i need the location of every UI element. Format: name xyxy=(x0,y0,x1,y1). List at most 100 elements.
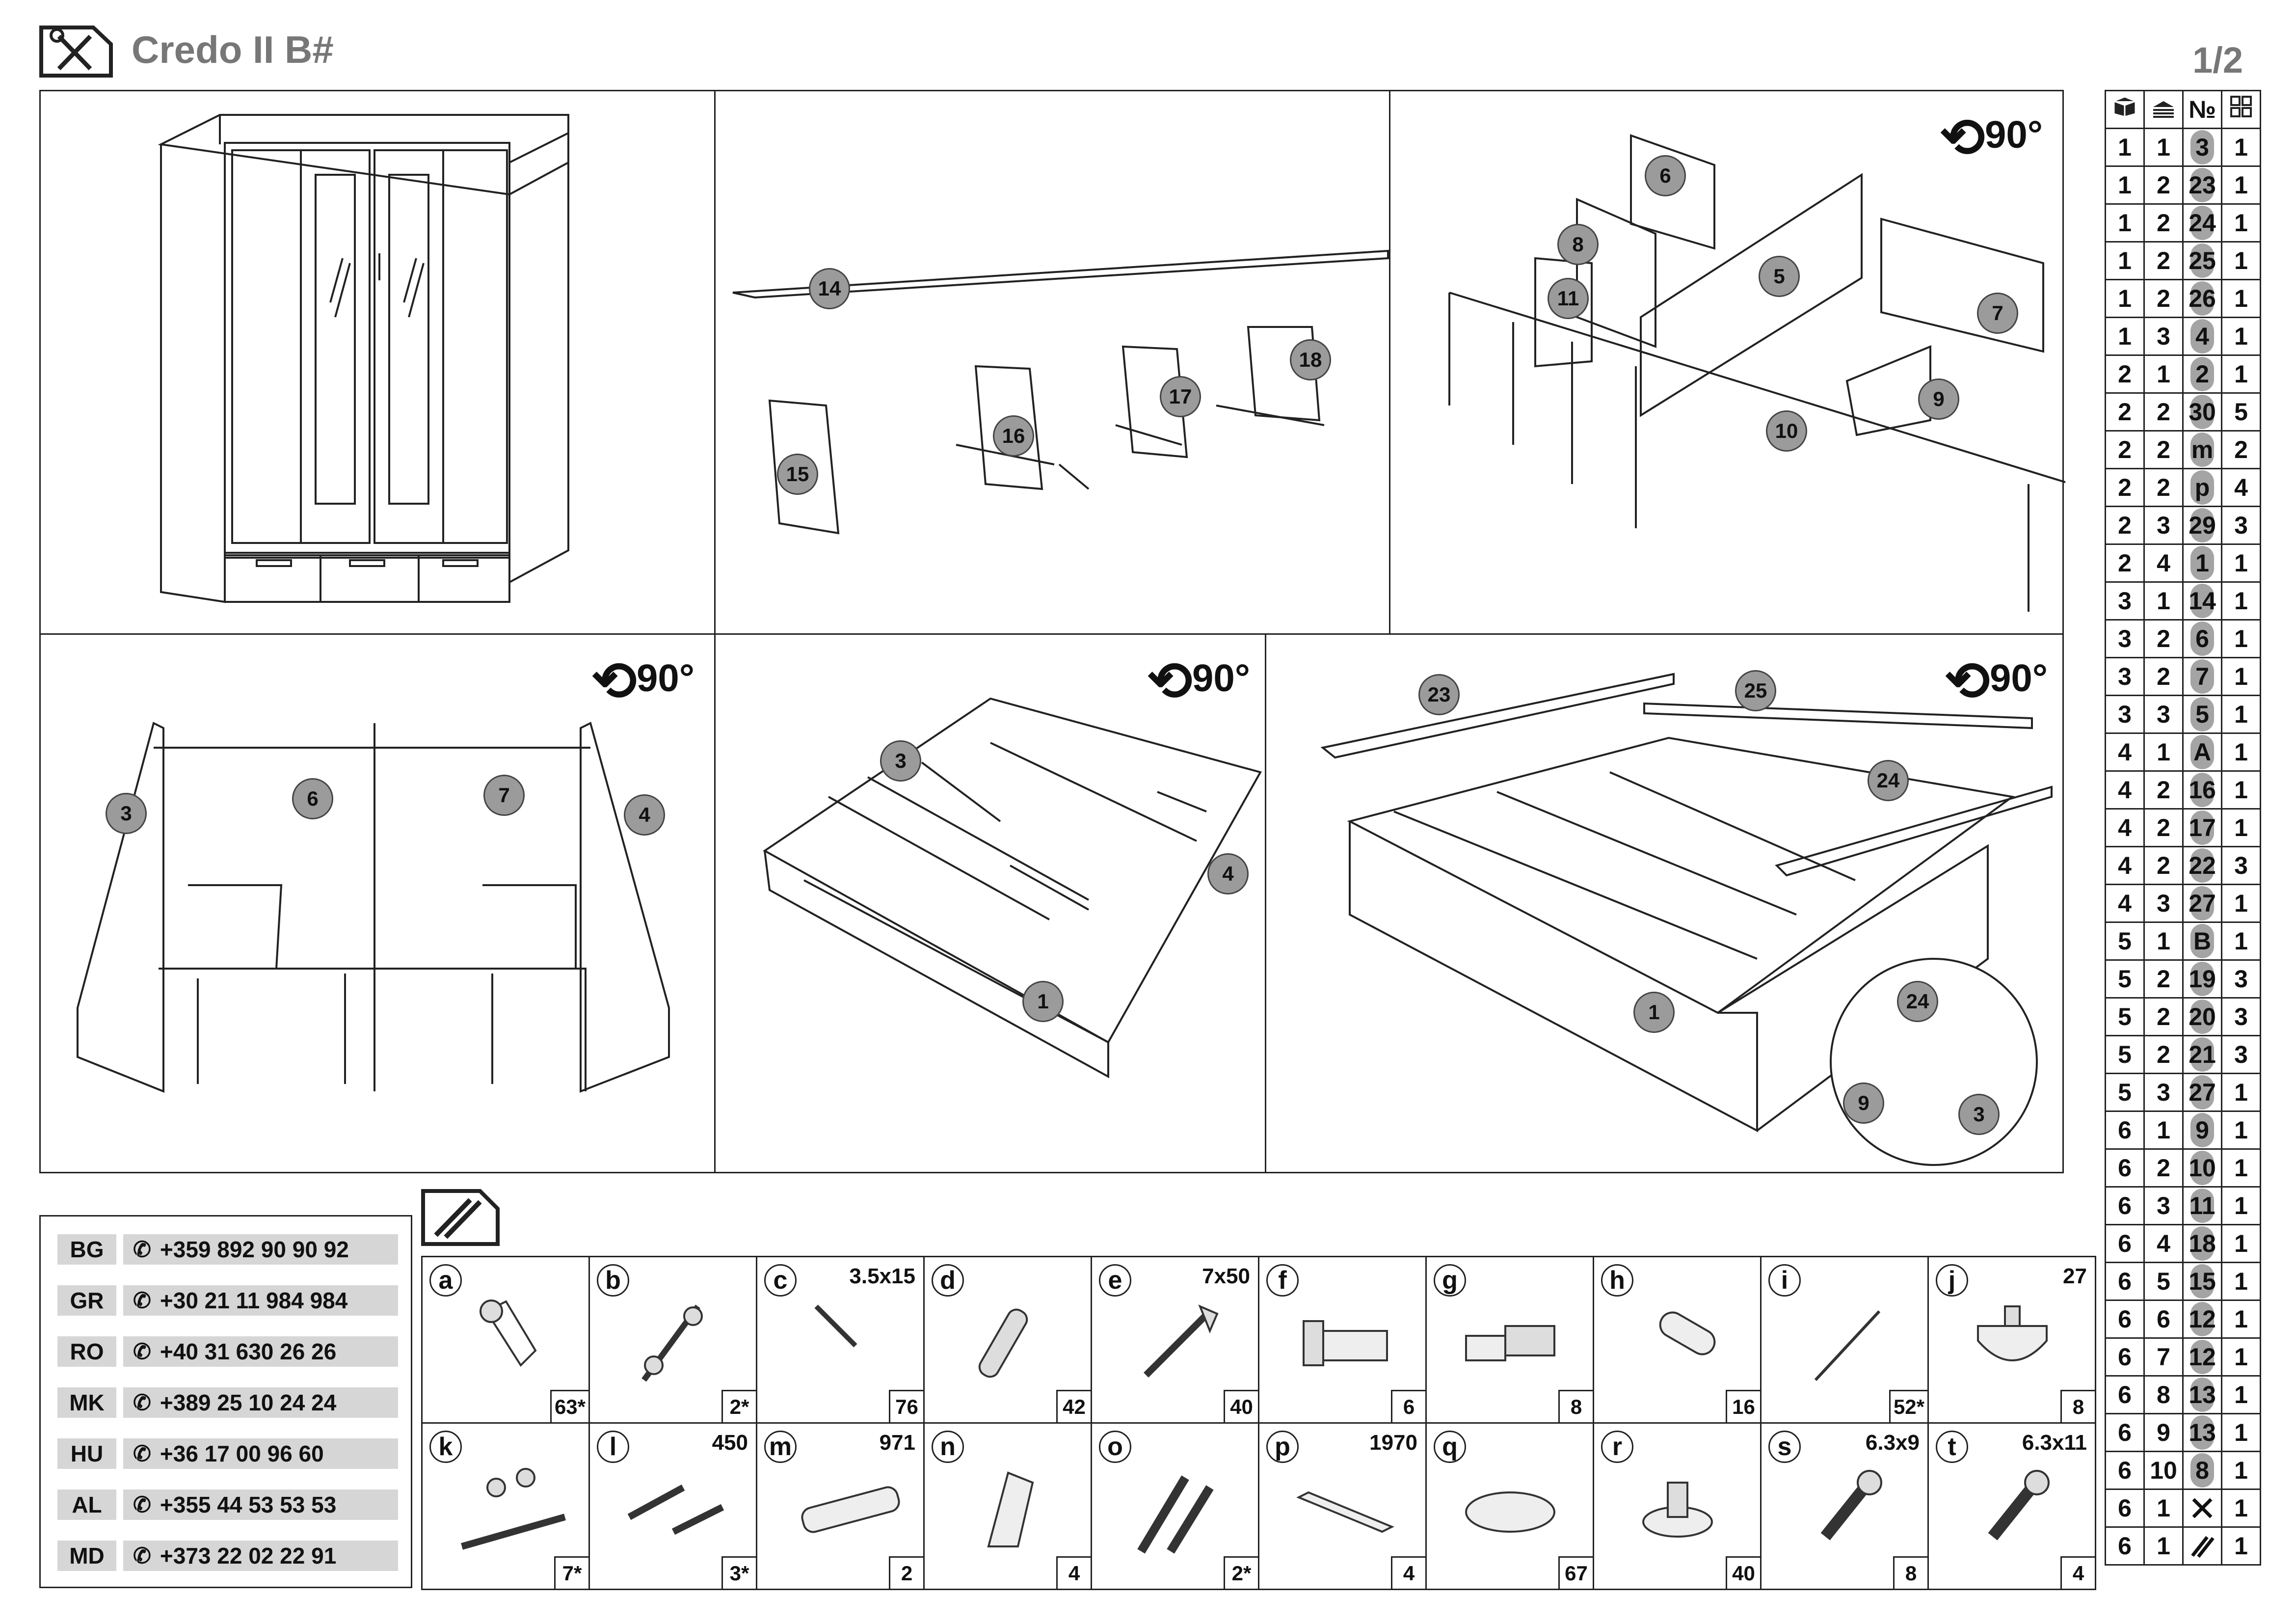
box-number-cell: 2 xyxy=(2105,506,2145,545)
layer-cell: 2 xyxy=(2143,997,2184,1036)
quantity-cell: 1 xyxy=(2221,317,2261,356)
n-hardware-icon xyxy=(987,1471,1034,1547)
layer-cell: 2 xyxy=(2143,165,2184,205)
hardware-quantity: 4 xyxy=(1056,1556,1091,1589)
part-number-cell: 13 xyxy=(2182,1413,2222,1452)
box-number-cell: 1 xyxy=(2105,128,2145,167)
layer-cell: 3 xyxy=(2143,884,2184,923)
box-number-cell: 1 xyxy=(2105,165,2145,205)
q-hardware-icon xyxy=(1465,1491,1555,1533)
box-number-cell: 1 xyxy=(2105,241,2145,280)
hardware-size: 971 xyxy=(879,1431,915,1455)
quantity-cell: 1 xyxy=(2221,1224,2261,1263)
phone-number[interactable]: ✆+40 31 630 26 26 xyxy=(123,1336,398,1367)
panel-step-2-dividers: ⟲90° 6 8 11 5 7 10 9 xyxy=(1389,90,2088,635)
phone-icon: ✆ xyxy=(133,1543,151,1568)
country-code: HU xyxy=(57,1438,116,1469)
quantity-cell: 1 xyxy=(2221,1073,2261,1112)
quantity-cell: 1 xyxy=(2221,921,2261,961)
box-number-cell: 5 xyxy=(2105,1073,2145,1112)
hardware-quantity: 40 xyxy=(1224,1390,1258,1422)
hardware-letter: c xyxy=(764,1264,797,1297)
part-number-cell: 21 xyxy=(2182,1035,2222,1074)
phone-number[interactable]: ✆+373 22 02 22 91 xyxy=(123,1541,398,1571)
box-number-cell: 6 xyxy=(2105,1299,2145,1339)
phone-number[interactable]: ✆+30 21 11 984 984 xyxy=(123,1285,398,1316)
layer-cell: 1 xyxy=(2143,1526,2184,1566)
parts-table-header: № xyxy=(2105,90,2261,129)
phone-number[interactable]: ✆+389 25 10 24 24 xyxy=(123,1387,398,1418)
layer-cell: 1 xyxy=(2143,581,2184,621)
layer-cell: 7 xyxy=(2143,1337,2184,1377)
part-number-cell: 26 xyxy=(2182,279,2222,318)
phone-number[interactable]: ✆+359 892 90 90 92 xyxy=(123,1234,398,1265)
box-number-cell: 6 xyxy=(2105,1262,2145,1301)
quantity-cell: 1 xyxy=(2221,165,2261,205)
d-hardware-icon xyxy=(978,1308,1028,1378)
phone-number[interactable]: ✆+36 17 00 96 60 xyxy=(123,1438,398,1469)
layer-cell: 2 xyxy=(2143,241,2184,280)
part-number-cell: 12 xyxy=(2182,1337,2222,1377)
phone-row: RO✆+40 31 630 26 26 xyxy=(57,1336,398,1367)
callout-part-1: 1 xyxy=(1022,981,1064,1022)
layer-cell: 10 xyxy=(2143,1451,2184,1490)
c-hardware-icon xyxy=(814,1304,857,1348)
callout-part-9-detail: 9 xyxy=(1843,1083,1884,1124)
part-number-cell: 14 xyxy=(2182,581,2222,621)
quantity-cell: 1 xyxy=(2221,1413,2261,1452)
quantity-cell: 1 xyxy=(2221,732,2261,772)
hardware-quantity: 2* xyxy=(1224,1556,1258,1589)
callout-part-11: 11 xyxy=(1548,278,1589,319)
hardware-letter: n xyxy=(932,1431,964,1463)
hardware-size: 7x50 xyxy=(1202,1264,1250,1288)
quantity-cell: 2 xyxy=(2221,430,2261,469)
phone-row: GR✆+30 21 11 984 984 xyxy=(57,1285,398,1316)
hardware-quantity: 4 xyxy=(1391,1556,1425,1589)
layer-cell: 3 xyxy=(2143,506,2184,545)
part-number-cell: 27 xyxy=(2182,884,2222,923)
part-number-cell: 12 xyxy=(2182,1299,2222,1339)
hardware-item-e: e 7x50 40 xyxy=(1091,1256,1259,1424)
hardware-letter: j xyxy=(1936,1264,1968,1297)
hardware-letter: k xyxy=(429,1431,462,1463)
j-hardware-icon xyxy=(1977,1305,2048,1361)
phone-row: AL✆+355 44 53 53 53 xyxy=(57,1489,398,1520)
quantity-cell: 1 xyxy=(2221,279,2261,318)
callout-part-23: 23 xyxy=(1418,674,1460,715)
box-number-cell: 4 xyxy=(2105,846,2145,885)
box-number-cell: 6 xyxy=(2105,1148,2145,1188)
hardware-letter: e xyxy=(1099,1264,1131,1297)
box-number-cell: 1 xyxy=(2105,317,2145,356)
layer-cell: 2 xyxy=(2143,430,2184,469)
layer-cell: 2 xyxy=(2143,657,2184,696)
quantity-cell: 1 xyxy=(2221,1489,2261,1528)
part-number-cell: 10 xyxy=(2182,1148,2222,1188)
hardware-letter: t xyxy=(1936,1431,1968,1463)
quantity-cell: 1 xyxy=(2221,657,2261,696)
callout-part-1: 1 xyxy=(1633,992,1675,1033)
column-header-number: № xyxy=(2182,90,2222,129)
layer-cell: 1 xyxy=(2143,921,2184,961)
stack-icon xyxy=(2143,90,2184,129)
phone-number[interactable]: ✆+355 44 53 53 53 xyxy=(123,1489,398,1520)
hardware-size: 1970 xyxy=(1369,1431,1417,1455)
rotate-90-label: ⟲90° xyxy=(1147,651,1250,711)
part-number-cell: 23 xyxy=(2182,165,2222,205)
box-number-cell: 5 xyxy=(2105,1035,2145,1074)
